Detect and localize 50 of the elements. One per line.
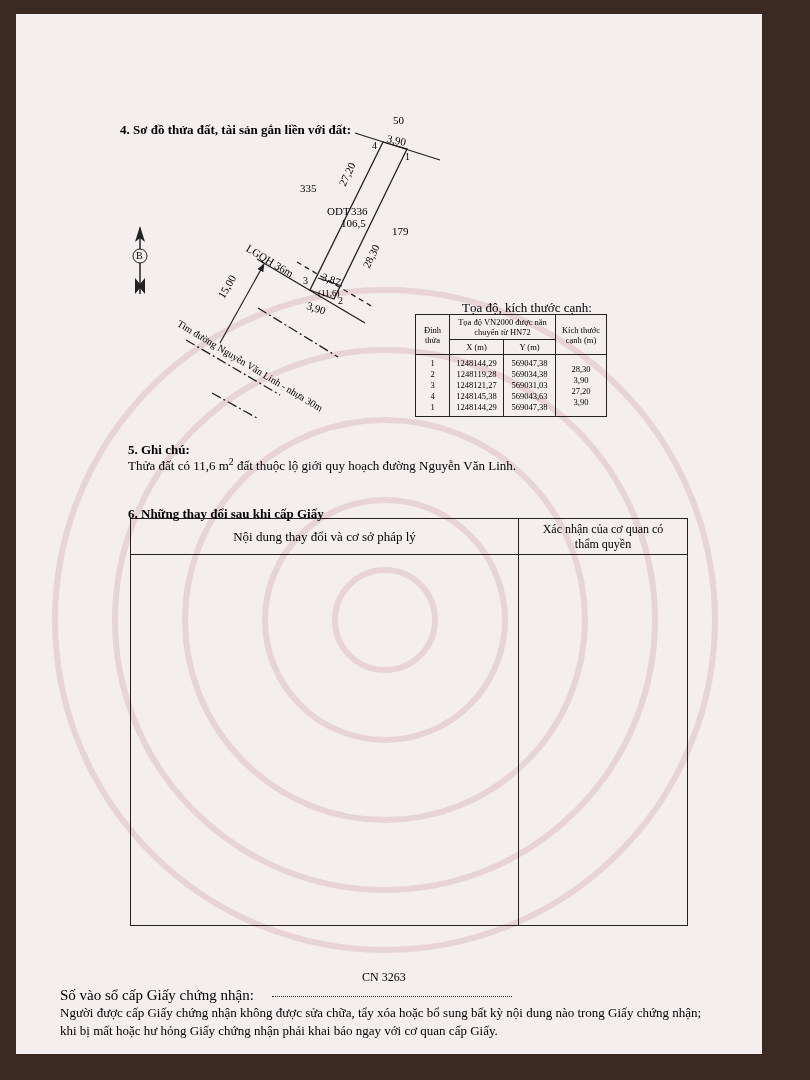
table-cell-text: 28,30 [570,364,592,375]
table-cell-text: 2 [429,369,436,380]
note-text: Thửa đất có 11,6 m$^{2}$ đất thuộc lộ giới quy hoạch đường Nguyễn Văn Linh. [128,456,516,475]
table-cell-text: 1 [429,402,436,413]
table-cell-text: 569047,38 [510,402,549,413]
table-cell-text: 1248144,29 [455,402,498,413]
table-cell-text: 27,20 [570,386,592,397]
column-header: Nội dung thay đổi và cơ sở pháp lý [233,527,416,546]
table-cell-text: 4 [429,391,436,402]
section-heading: 5. Ghi chú: [128,441,190,459]
table-cell-text: 3,90 [572,375,590,386]
edge-length: 3,87 [320,271,342,289]
parcel-area: 106,5 [341,218,366,229]
edge-length: 27,20 [337,160,358,188]
parcel-number: 179 [392,226,409,237]
vertex-number: 4 [372,141,377,151]
column-header: X (m) [465,342,488,352]
table-cell-text: 1 [429,358,436,369]
table-cell-text: 3 [429,380,436,391]
edge-length: 28,30 [361,242,382,270]
section-heading: 6. Những thay đổi sau khi cấp Giấy [128,505,324,523]
section-heading: 4. Sơ đồ thửa đất, tài sản gắn liền với đất: [120,121,351,139]
table-cell-text: 1248121,27 [455,380,498,391]
north-label: B [136,249,143,263]
edge-length: 3,90 [305,300,327,317]
registry-label: Số vào sổ cấp Giấy chứng nhận: [60,986,254,1005]
vertex-number: 1 [405,152,410,162]
column-header: Xác nhận của cơ quan có thẩm quyền [541,521,665,552]
vertex-number: 3 [303,276,308,286]
table-cell-text: 3,90 [572,397,590,408]
table-cell-text: 1248144,29 [455,358,498,369]
table-cell-text: 1248119,28 [455,369,498,380]
table-title: Tọa độ, kích thước cạnh: [462,299,592,317]
registry-number: CN 3263 [362,969,406,986]
column-header: Tọa độ VN2000 được nắn chuyển từ HN72 [457,317,548,337]
table-cell-text: 1248145,38 [455,391,498,402]
column-header: Đỉnh thửa [423,324,442,345]
land-use-code: ODT [327,206,350,217]
table-cell-text: 569047,38 [510,358,549,369]
column-header: Kích thước cạnh (m) [560,324,602,345]
parcel-number: 335 [300,183,317,194]
parcel-number: 336 [351,206,368,217]
parcel-number: 50 [393,115,404,126]
vertex-number: 2 [338,296,343,306]
table-cell-text: 569031,03 [510,380,549,391]
table-cell-text: 569034,38 [510,369,549,380]
notice-text: Người được cấp Giấy chứng nhận không được sửa chữa, tẩy xóa hoặc bổ sung bất kỳ nội dung nào trong Giấy chứng nhận; khi bị mất hoặc hư hỏng Giấy chứng nhận phải khai báo ngay với cơ quan cấp Giấy. [60,1004,703,1040]
edge-length: 3,90 [385,133,407,148]
column-header: Y (m) [518,342,541,352]
table-cell-text: 569043,63 [510,391,549,402]
